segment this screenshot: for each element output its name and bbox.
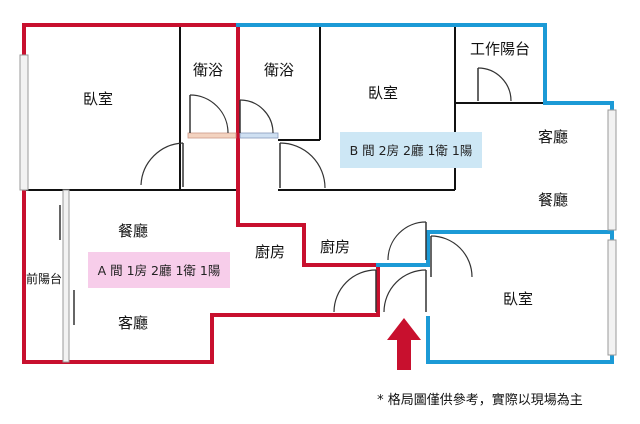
a-kitchen-label: 廚房 (255, 243, 285, 261)
a-living-label: 客廳 (118, 314, 148, 332)
interior-walls (24, 25, 545, 191)
door-b-bathroom (239, 99, 274, 134)
unit-a-badge: A 間 1房 2廳 1衛 1陽 (88, 252, 230, 288)
door-b-bedroom-bottom (430, 235, 473, 278)
door-a-bathroom (189, 94, 229, 134)
doors (59, 67, 512, 325)
a-front-balcony-label: 前陽台 (26, 271, 62, 286)
door-a-front-balcony (59, 205, 75, 325)
b-kitchen-label: 廚房 (320, 238, 350, 256)
b-bedroom-top-label: 臥室 (368, 84, 398, 102)
a-dining-label: 餐廳 (118, 222, 148, 240)
a-bathroom-label: 衛浴 (193, 61, 223, 79)
up-arrow-icon (387, 318, 421, 370)
a-bedroom-label: 臥室 (83, 90, 113, 108)
door-b-kitchen (387, 221, 427, 261)
door-b-work-balcony (477, 67, 512, 102)
windows (19, 54, 617, 363)
b-bathroom-label: 衛浴 (264, 61, 294, 79)
b-living-label: 客廳 (538, 128, 568, 146)
unit-a-summary: A 間 1房 2廳 1衛 1陽 (98, 263, 221, 278)
door-a-bedroom (140, 142, 184, 187)
unit-a-walls (22, 23, 380, 364)
unit-b-badge: B 間 2房 2廳 1衛 1陽 (340, 132, 482, 168)
footnote: * 格局圖僅供參考，實際以現場為主 (377, 392, 583, 408)
door-b-bedroom (279, 142, 326, 189)
unit-b-summary: B 間 2房 2廳 1衛 1陽 (350, 143, 473, 158)
b-bedroom-bottom-label: 臥室 (503, 290, 533, 308)
b-dining-label: 餐廳 (538, 191, 568, 209)
b-work-balcony-label: 工作陽台 (470, 40, 530, 58)
door-b-entrance (383, 269, 427, 313)
door-a-entrance (333, 269, 377, 313)
